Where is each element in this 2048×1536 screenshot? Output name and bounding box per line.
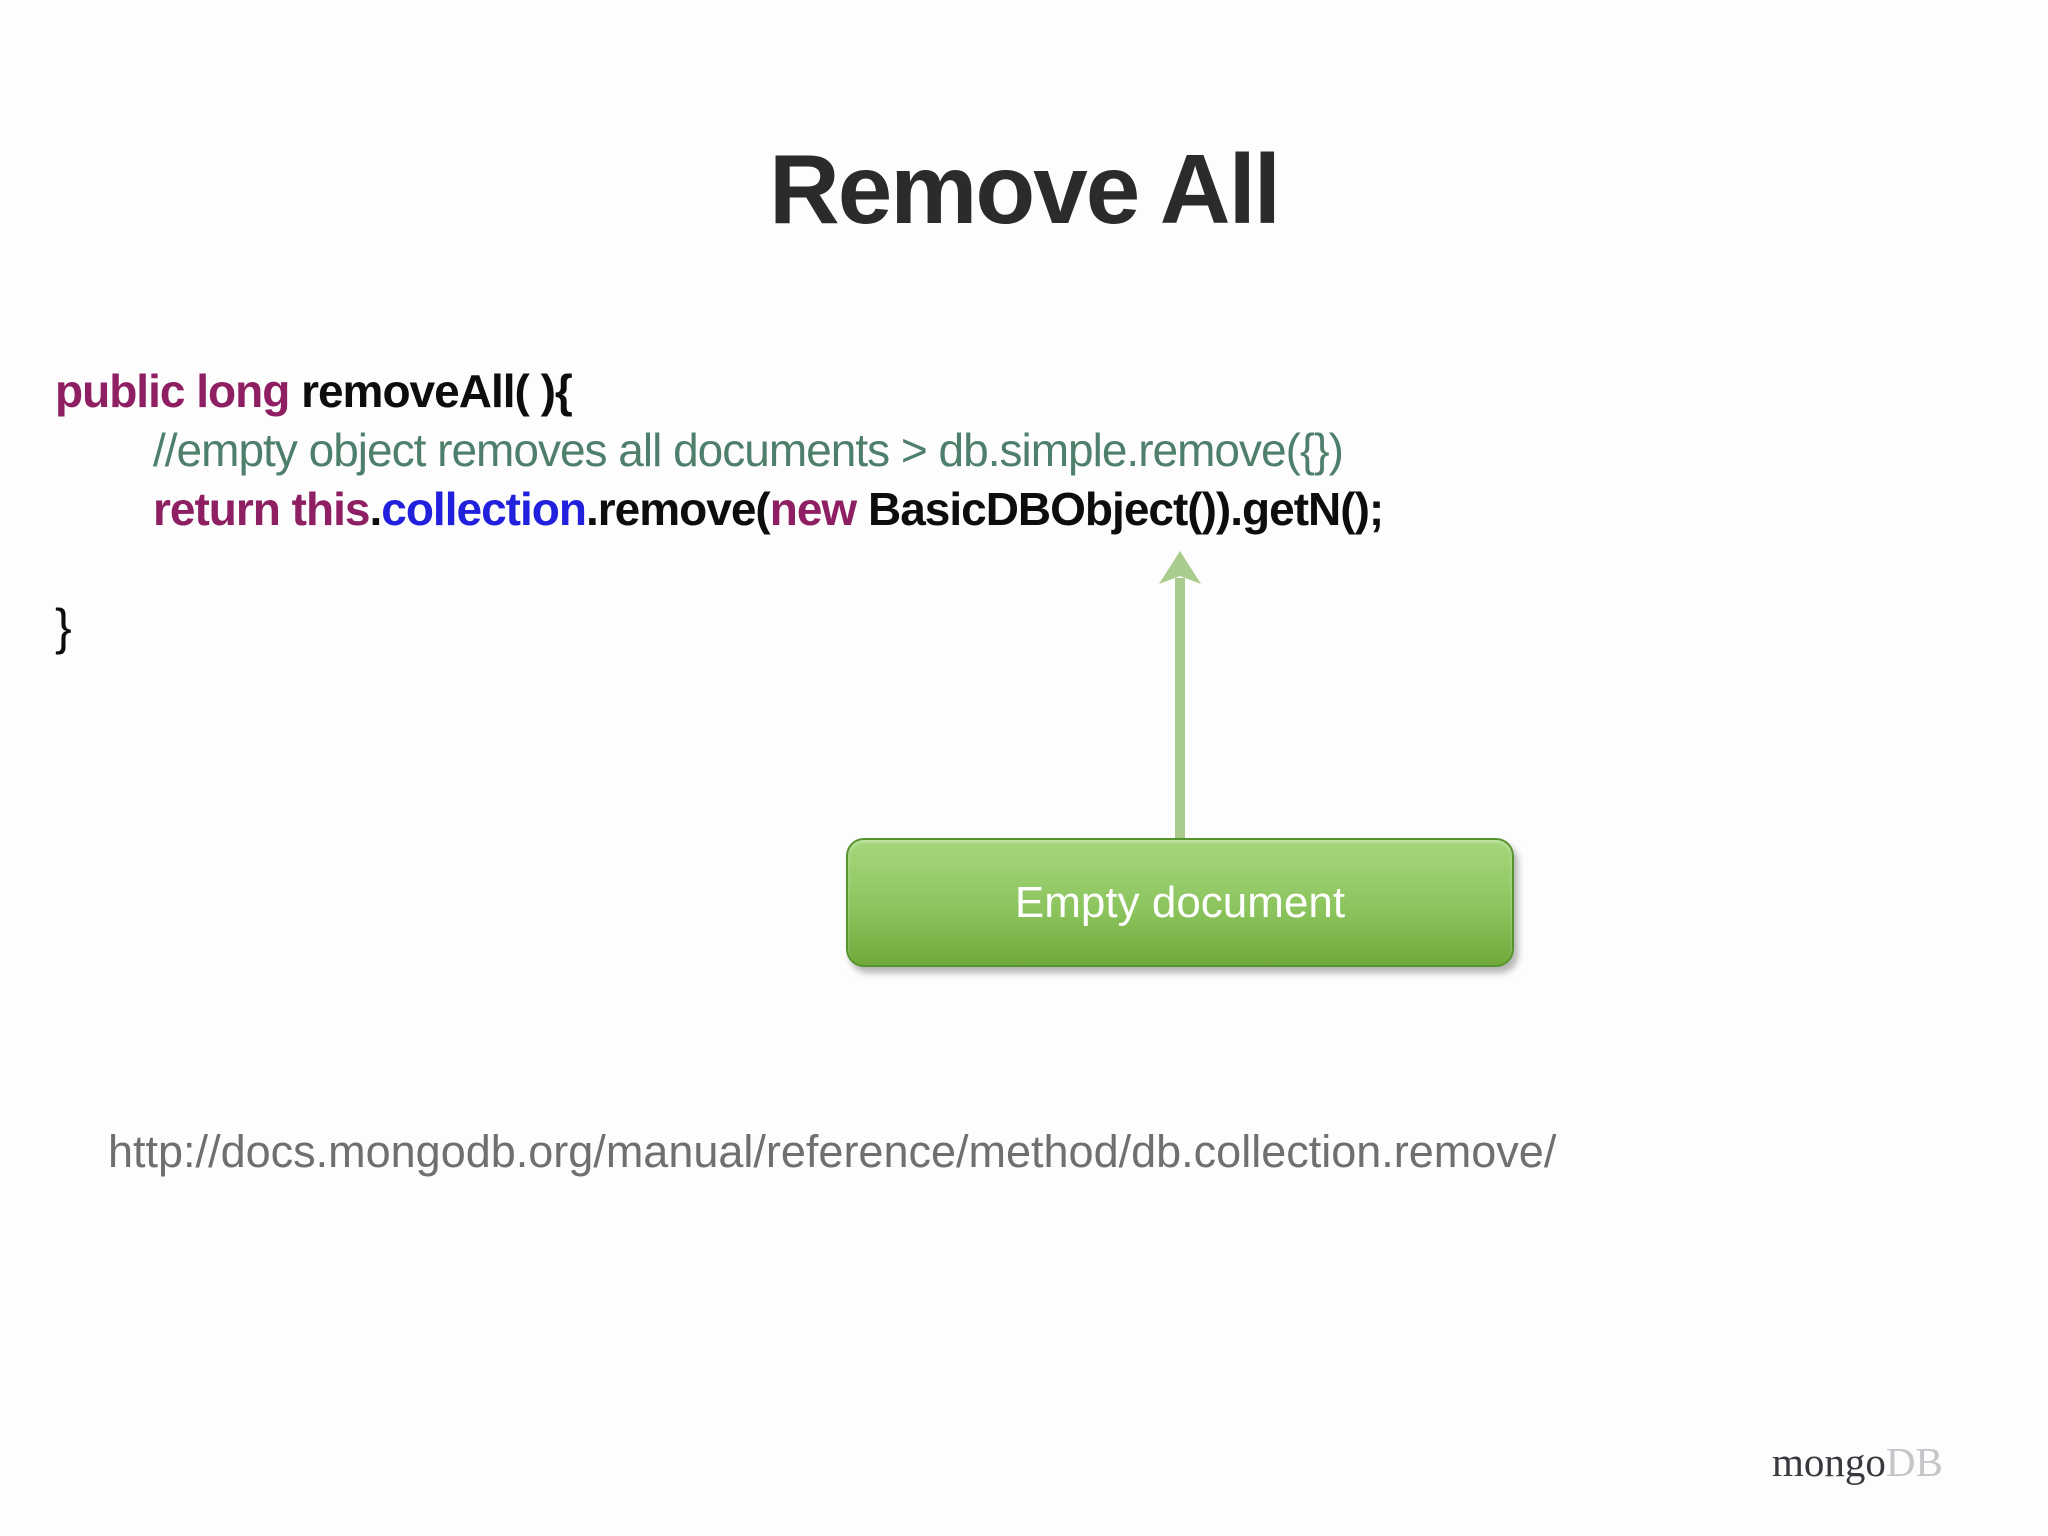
code-keyword-new: new bbox=[769, 483, 857, 535]
code-basicdbobject-call: BasicDBObject()).getN(); bbox=[856, 483, 1384, 535]
arrow-shaft bbox=[1175, 578, 1185, 845]
empty-document-label: Empty document bbox=[1014, 877, 1346, 927]
code-keyword-public-long: public long bbox=[55, 365, 290, 417]
code-line-signature: public long removeAll( ){ bbox=[55, 362, 1383, 421]
slide-title: Remove All bbox=[768, 134, 1281, 244]
mongodb-logo-db: DB bbox=[1885, 1439, 1943, 1485]
reference-url: http://docs.mongodb.org/manual/reference… bbox=[108, 1126, 1557, 1177]
code-identifier-collection: collection bbox=[381, 483, 587, 535]
up-arrow-icon bbox=[1159, 551, 1201, 845]
code-block: public long removeAll( ){ //empty object… bbox=[55, 362, 1384, 657]
empty-document-callout: Empty document bbox=[846, 838, 1514, 967]
code-dot: . bbox=[369, 483, 382, 535]
arrow-head bbox=[1159, 551, 1201, 584]
mongodb-logo: mongoDB bbox=[1772, 1438, 1943, 1486]
mongodb-logo-mongo: mongo bbox=[1772, 1439, 1886, 1485]
code-remove-call: .remove( bbox=[585, 483, 771, 535]
code-method-signature: removeAll( ){ bbox=[289, 365, 573, 417]
code-line-closing-brace: } bbox=[55, 599, 72, 655]
code-line-return: return this.collection.remove(new BasicD… bbox=[55, 480, 1384, 539]
code-line-comment: //empty object removes all documents > d… bbox=[153, 424, 1344, 476]
code-keyword-return-this: return this bbox=[153, 483, 370, 535]
